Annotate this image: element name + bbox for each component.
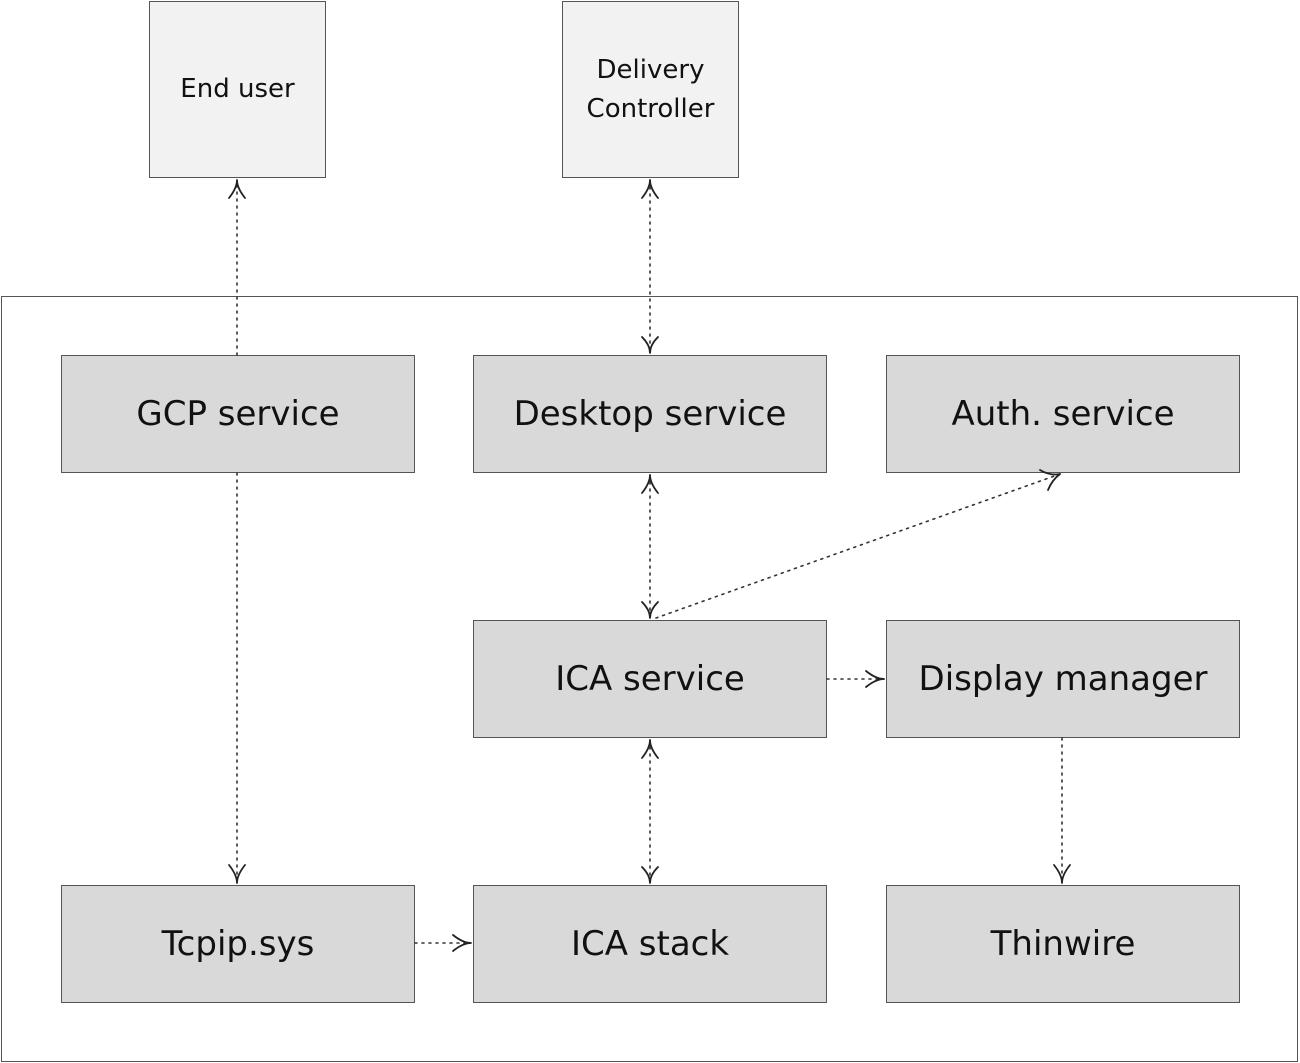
ica-stack-label: ICA stack [570, 924, 730, 964]
end-user-label: End user [180, 74, 295, 104]
thinwire-box: Thinwire [886, 885, 1240, 1003]
tcpip-sys-box: Tcpip.sys [61, 885, 415, 1003]
end-user-box: End user [149, 1, 326, 178]
gcp-service-label: GCP service [136, 394, 340, 434]
thinwire-label: Thinwire [990, 924, 1136, 964]
tcpip-sys-label: Tcpip.sys [161, 924, 315, 964]
auth-service-label: Auth. service [951, 394, 1175, 434]
desktop-service-box: Desktop service [473, 355, 827, 473]
gcp-service-box: GCP service [61, 355, 415, 473]
display-manager-box: Display manager [886, 620, 1240, 738]
ica-stack-box: ICA stack [473, 885, 827, 1003]
auth-service-box: Auth. service [886, 355, 1240, 473]
delivery-controller-box: Delivery Controller [562, 1, 739, 178]
delivery-controller-label: Delivery Controller [586, 54, 715, 124]
ica-service-box: ICA service [473, 620, 827, 738]
ica-service-label: ICA service [555, 659, 745, 699]
desktop-service-label: Desktop service [513, 394, 787, 434]
arrowhead-enduser [228, 179, 246, 199]
arrowhead-controller-up [641, 179, 659, 199]
display-manager-label: Display manager [918, 659, 1208, 699]
